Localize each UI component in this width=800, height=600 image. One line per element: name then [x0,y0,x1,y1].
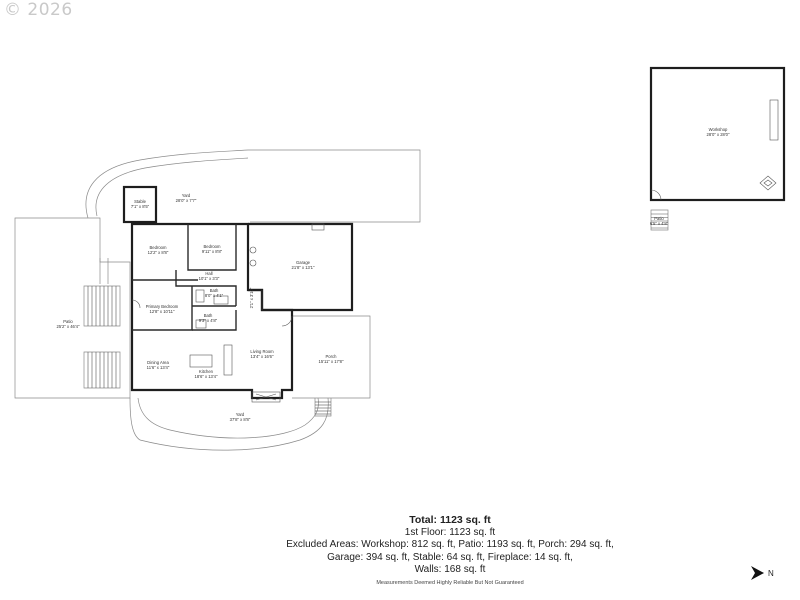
kitchen-island [189,354,213,368]
north-arrow: N [751,566,774,580]
room-name-label: Bath [210,288,219,293]
room-dimension-label: 8'0" x 4'1" [205,293,224,298]
garage-appliance-2 [249,259,257,267]
room-name-label: Dining Area [147,360,169,365]
garage-walls [248,222,354,312]
workshop-door-swing [650,189,662,201]
north-arrow-icon [751,566,764,580]
total-area: Total: 1123 sq. ft [409,514,491,526]
room-dimension-label: 9'11" x 8'8" [202,249,223,254]
room-name-label: Primary Bedroom [146,304,179,309]
wall-hall [175,270,237,306]
room-dimension-label: 6'5" x 4'8" [650,221,669,226]
wall-bath2-south [192,310,237,331]
room-dimension-label: 37'8" x 8'8" [230,417,251,422]
bath2-vanity [195,319,207,329]
room-name-label: Patio [654,216,664,221]
patio-edge-lines [99,258,109,284]
patio-steps-lower [83,351,121,389]
interior-walls [132,224,263,331]
patio-steps-upper [83,285,121,327]
floor-area: 1st Floor: 1123 sq. ft [404,526,496,538]
exterior-walls [122,66,786,400]
excluded-areas-line-1: Excluded Areas: Workshop: 812 sq. ft, Pa… [286,539,614,550]
room-name-label: Bedroom [204,244,222,249]
room-dimension-label: 28'0" x 7'7" [176,198,197,203]
room-name-label: Living Room [250,349,274,354]
bottom-yard-inner [137,397,319,439]
fixtures [131,99,779,403]
top-yard-inner [95,157,249,217]
room-name-label: Garage [296,260,311,265]
area-summary: Total: 1123 sq. ft 1st Floor: 1123 sq. f… [200,514,700,577]
copyright-watermark: © 2026 [4,0,73,20]
kitchen-counter [223,344,233,376]
porch-steps [314,398,332,417]
primary-door-swing [131,299,141,309]
top-yard-outline [85,149,421,223]
fireplace [251,391,281,403]
step-treads [87,213,668,415]
room-name-label: Workshop [709,127,728,132]
bath-toilet [195,289,205,303]
room-name-label: Yard [236,412,245,417]
room-dimension-label: 7'1" x 8'5" [131,204,150,209]
room-dimension-label: 10'1" x 3'3" [199,276,220,281]
room-dimension-label: 18'6" x 13'4" [195,374,218,379]
room-dimension-label: 25'2" x 46'4" [57,324,80,329]
room-name-label: Porch [326,354,338,359]
room-name-label: Stable [134,199,147,204]
room-name-label: Patio [63,319,73,324]
wall-bedroom2 [187,224,237,271]
garage-appliance-1 [249,246,257,254]
room-name-label: Kitchen [199,369,214,374]
bottom-yard-outline [129,397,329,451]
fireplace-hatch [255,393,277,401]
north-label: N [768,569,774,578]
workshop-stove [759,175,777,191]
stable-walls [122,185,158,224]
patio-outline [14,217,131,399]
room-name-label: Bedroom [150,245,168,250]
room-name-label: Hall [205,271,212,276]
room-dimension-label: 21'8" x 13'1" [292,265,315,270]
garage-door-mark [311,223,325,231]
room-dimension-label: 12'2" x 8'8" [148,250,169,255]
porch-door-swing [281,315,293,327]
room-dimension-label: 11'6" x 13'4" [147,365,170,370]
workshop-bench [769,99,779,141]
room-dimension-label: 13'4" x 16'6" [251,354,274,359]
bath-vanity [213,295,229,305]
room-name-label: Bath [204,313,213,318]
room-name-label: Yard [182,193,191,198]
workshop-patio-outline [650,209,669,231]
disclaimer: Measurements Deemed Highly Reliable But … [376,580,524,586]
room-dimension-label: 12'8" x 10'11" [150,309,175,314]
room-dimension-label: 9'3" x 4'8" [199,318,218,323]
room-dimension-label: 28'0" x 28'0" [707,132,730,137]
outdoor-outlines [14,149,669,451]
excluded-areas-line-2: Garage: 394 sq. ft, Stable: 64 sq. ft, F… [327,551,573,563]
closet-label: 2'1" x 3'10" [249,287,254,308]
walls-area: Walls: 168 sq. ft [414,564,486,575]
workshop-walls [649,66,786,202]
room-dimension-label: 15'11" x 17'8" [319,359,344,364]
